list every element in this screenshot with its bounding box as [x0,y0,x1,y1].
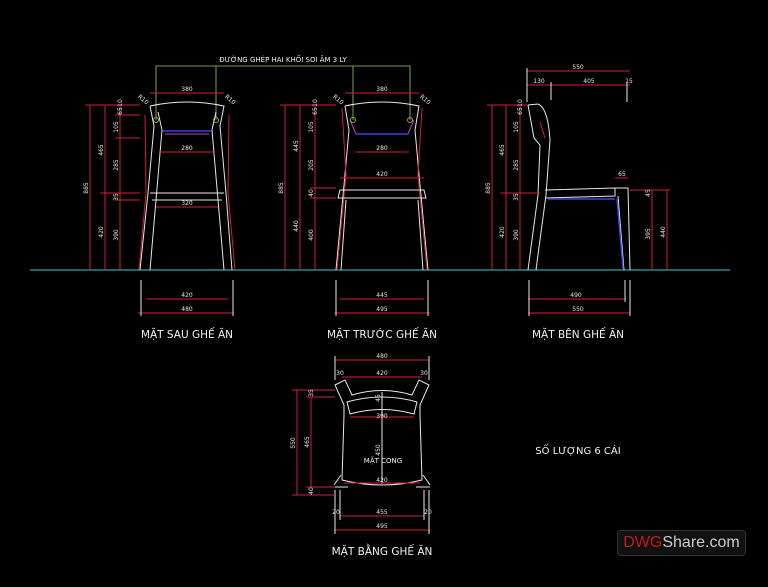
dim-label: R10 [418,93,432,106]
dim-label: 280 [181,145,193,152]
dim-label: 285 [513,159,520,171]
dim-label: 20 [424,509,432,516]
dim-label: 20 [332,509,340,516]
dim-label: 45 [375,394,382,402]
dim-label: 465 [304,436,311,448]
dim-label: 885 [278,182,285,194]
dim-label: 30 [336,370,344,377]
front-dimensions: 380 280 420 445 495 885 445 440 65 10 10… [278,86,432,316]
rear-chair-outline [138,101,236,271]
dim-label: 550 [572,306,584,313]
dim-label: 440 [660,226,667,238]
dim-label: 465 [499,144,506,156]
dim-label: R10 [331,93,345,106]
curved-surface-label: MẶT CONG [364,456,402,465]
dim-label: 455 [376,509,388,516]
dim-label: 205 [308,159,315,171]
joint-note: ĐƯỜNG GHÉP HAI KHỐI SOI ÂM 3 LY [155,54,411,120]
dim-label: 550 [290,437,297,449]
dim-label: 10 [312,99,319,107]
dim-label: 395 [645,228,652,240]
dim-label: 490 [570,292,582,299]
dim-label: 445 [293,140,300,152]
dim-label: 65 [117,107,124,115]
dim-label: 405 [583,78,595,85]
dim-label: 65 [312,107,319,115]
dim-label: 495 [376,523,388,530]
dim-label: 420 [376,370,388,377]
plan-chair-outline [333,379,431,488]
dim-label: 420 [499,226,506,238]
dim-label: 885 [83,182,90,194]
side-view-title: MẶT BÊN GHẾ ĂN [532,327,624,341]
dim-label: 15 [625,78,633,85]
rear-view: 380 280 320 420 480 885 465 420 65 10 10… [83,86,237,341]
dim-label: 380 [376,86,388,93]
plan-view: 480 420 30 30 550 465 35 40 390 450 45 4… [290,353,432,558]
dim-label: 390 [113,229,120,241]
dim-label: 445 [376,292,388,299]
quantity-note: SỐ LƯỢNG 6 CÁI [535,443,620,457]
dim-label: 400 [308,229,315,241]
watermark-logo: DWGShare.com [617,530,746,556]
dim-label: 480 [181,306,193,313]
front-chair-outline [335,101,429,271]
dim-label: 420 [181,292,193,299]
plan-view-title: MẶT BẰNG GHẾ ĂN [332,544,433,558]
dim-label: 45 [645,189,652,197]
dim-label: 130 [533,78,545,85]
dim-label: 10 [517,99,524,107]
dim-label: R10 [223,93,237,106]
dim-label: 105 [513,121,520,133]
dim-label: 420 [376,477,388,484]
front-view-title: MẶT TRƯỚC GHẾ ĂN [327,327,437,341]
dim-label: 320 [181,200,193,207]
side-chair-outline [527,103,631,271]
dim-label: 105 [308,121,315,133]
dim-label: 390 [376,413,388,420]
dim-label: 35 [113,193,120,201]
watermark-part1: DWG [623,534,663,551]
dim-label: 65 [517,107,524,115]
dim-label: 380 [181,86,193,93]
dim-label: 65 [618,171,626,178]
dim-label: 40 [308,487,315,495]
dim-label: 420 [98,226,105,238]
dim-label: 465 [98,144,105,156]
dim-label: 450 [375,444,382,456]
dim-label: R10 [136,93,150,106]
dim-label: 285 [113,159,120,171]
dim-label: 885 [485,182,492,194]
plan-dimensions: 480 420 30 30 550 465 35 40 390 450 45 4… [290,353,432,534]
side-view: 550 130 405 15 885 465 420 65 10 105 285… [485,64,670,341]
dim-label: 40 [308,189,315,197]
watermark-part2: Share.com [662,534,740,551]
dim-label: 480 [376,353,388,360]
dim-label: 390 [513,229,520,241]
dim-label: 35 [513,193,520,201]
dim-label: 105 [113,121,120,133]
dim-label: 35 [308,389,315,397]
dim-label: 440 [293,220,300,232]
side-dimensions: 550 130 405 15 885 465 420 65 10 105 285… [485,64,670,316]
dim-label: 550 [572,64,584,71]
dim-label: 420 [376,171,388,178]
joint-note-text: ĐƯỜNG GHÉP HAI KHỐI SOI ÂM 3 LY [219,54,347,64]
dim-label: 495 [376,306,388,313]
dim-label: 10 [117,99,124,107]
dim-label: 280 [376,145,388,152]
rear-view-title: MẶT SAU GHẾ ĂN [141,327,233,341]
dim-label: 30 [420,370,428,377]
front-view: 380 280 420 445 495 885 445 440 65 10 10… [278,86,437,341]
